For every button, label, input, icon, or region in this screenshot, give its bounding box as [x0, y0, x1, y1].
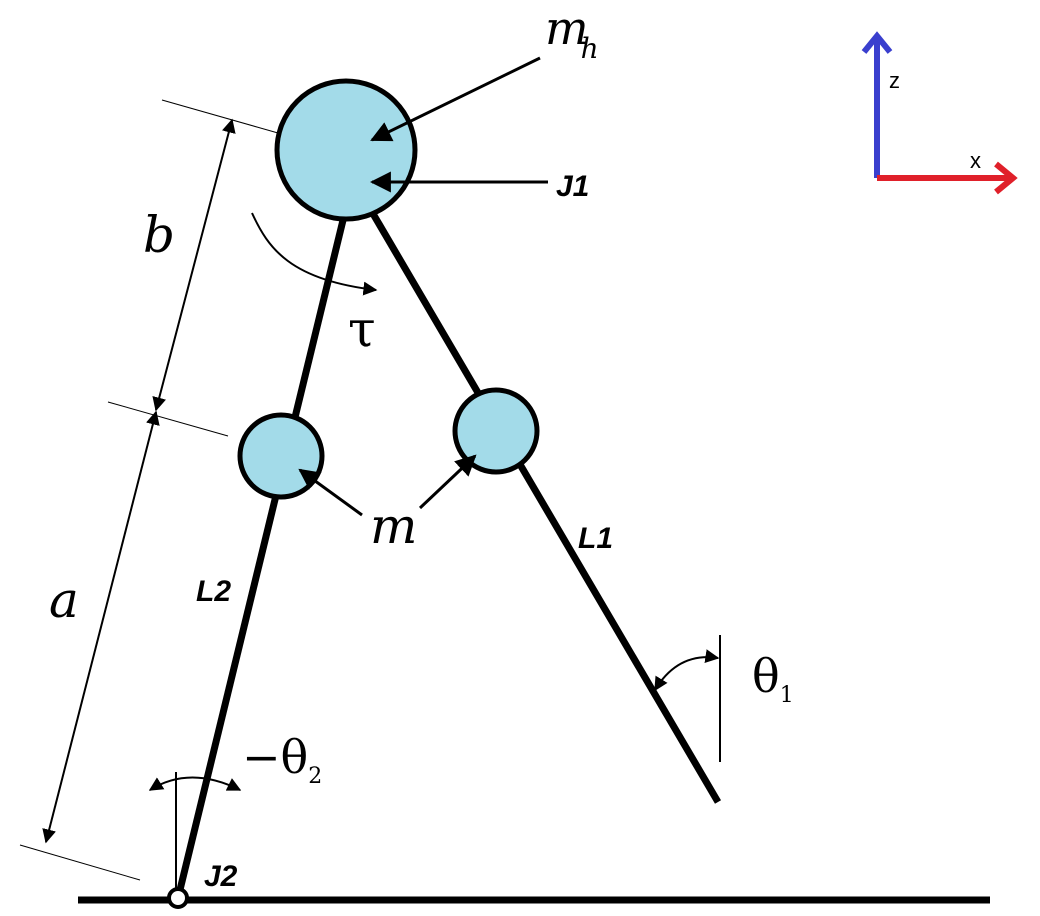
leg-1: [368, 210, 722, 804]
torque-label: τ: [348, 300, 376, 358]
j1-label: J1: [556, 170, 589, 203]
leg1-mass-circle: [452, 387, 540, 475]
j2-pivot: [167, 887, 189, 909]
j2-label: J2: [204, 860, 238, 893]
hip-mass-label: mh: [545, 1, 599, 65]
z-axis-arrowhead: [861, 31, 893, 54]
theta1-arc: [654, 649, 720, 692]
hip-mass-circle: [274, 78, 418, 222]
dim-ext-top: [161, 99, 279, 134]
m-pointer-arrow-right: [418, 454, 477, 510]
dim-a-label: a: [49, 571, 79, 629]
x-axis-arrowhead: [994, 161, 1018, 195]
torque-arrow: [251, 212, 378, 296]
leg2-mass-circle: [237, 412, 325, 500]
dim-ext-bottom: [19, 844, 141, 881]
z-axis-label: z: [889, 68, 900, 93]
theta2-label: −θ2: [242, 730, 322, 789]
theta1-label: θ1: [752, 649, 794, 708]
leg-2: [174, 211, 349, 899]
x-axis-label: x: [970, 148, 981, 173]
theta2-arc: [148, 776, 242, 791]
dim-line-a: [42, 410, 160, 844]
l2-label: L2: [196, 575, 231, 608]
l1-label: L1: [578, 522, 613, 555]
mh-pointer-arrow: [370, 56, 541, 142]
dim-b-label: b: [143, 206, 175, 264]
dim-line-b: [152, 118, 236, 412]
m-pointer-arrow-left: [298, 468, 363, 517]
leg-mass-label: m: [370, 497, 417, 555]
dim-ext-mid: [107, 401, 229, 437]
